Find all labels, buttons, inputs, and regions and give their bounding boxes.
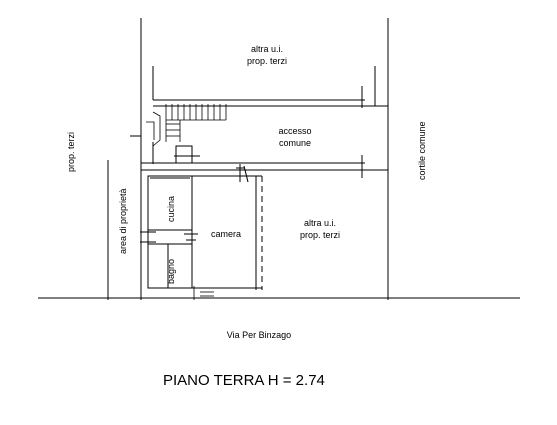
entry-steps [193, 286, 214, 300]
middle-wall [141, 155, 388, 183]
label-street: Via Per Binzago [226, 330, 292, 340]
label-altra-right: altra u.i. [303, 218, 337, 228]
top-unit-walls [152, 66, 388, 108]
plan-title: PIANO TERRA H = 2.74 [163, 372, 325, 389]
label-prop-terzi-right: prop. terzi [299, 230, 341, 240]
apartment-walls [140, 175, 263, 290]
label-prop-terzi-left: prop. terzi [66, 131, 76, 172]
label-altra-top: altra u.i. [250, 44, 284, 54]
label-cortile-comune: cortile comune [417, 121, 427, 180]
label-camera: camera [211, 229, 242, 239]
label-prop-terzi-top: prop. terzi [246, 56, 288, 66]
label-comune: comune [278, 138, 312, 148]
label-area-di-proprieta: area di proprietà [118, 188, 128, 254]
stair [146, 104, 227, 147]
outer-walls [38, 18, 520, 300]
label-cucina: cucina [166, 195, 176, 222]
label-bagno: bagno [166, 258, 176, 284]
label-accesso: accesso [278, 126, 312, 136]
